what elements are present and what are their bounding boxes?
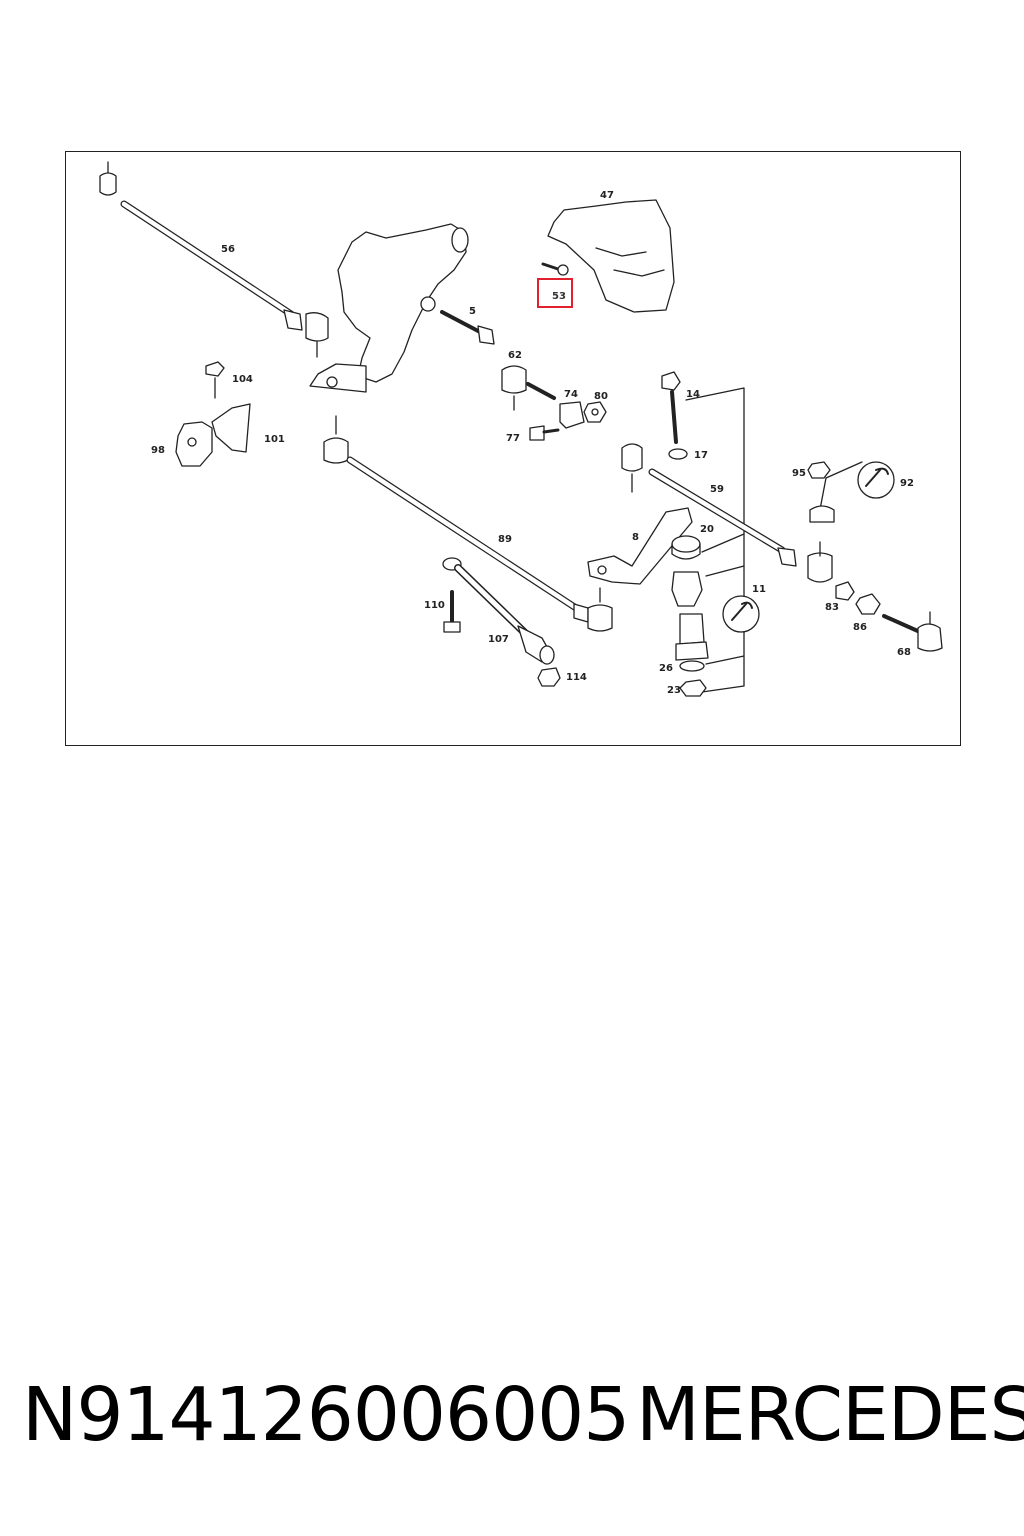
tie-rod-56 [99, 161, 329, 358]
bushing-stack-11 [671, 571, 709, 661]
footer-caption: N914126006005 MERCEDES [22, 1372, 1024, 1482]
tie-rod-89 [323, 415, 613, 632]
callout-95: 95 [792, 468, 806, 479]
callout-107: 107 [488, 634, 509, 645]
callout-26: 26 [659, 663, 673, 674]
callout-20: 20 [700, 524, 714, 535]
callout-86: 86 [853, 622, 867, 633]
screw-104 [205, 361, 225, 399]
callout-11: 11 [752, 584, 766, 595]
callout-8: 8 [632, 532, 639, 543]
callout-83: 83 [825, 602, 839, 613]
steering-gear-box [309, 223, 469, 393]
bracket-98 [175, 421, 213, 467]
bracket-47 [547, 199, 675, 313]
callout-98: 98 [151, 445, 165, 456]
callout-59: 59 [710, 484, 724, 495]
bolt-77 [529, 425, 560, 441]
bushing-74 [559, 401, 585, 429]
damper-107 [442, 557, 555, 665]
callout-92: 92 [900, 478, 914, 489]
callout-104: 104 [232, 374, 253, 385]
parts-diagram-frame: 56 47 53 5 62 104 101 98 74 80 77 14 17 … [65, 151, 961, 746]
callout-89: 89 [498, 534, 512, 545]
callout-74: 74 [564, 389, 578, 400]
callout-47: 47 [600, 190, 614, 201]
brand-name: MERCEDES [636, 1372, 1024, 1458]
nut-80 [583, 401, 607, 423]
idler-arm-8 [587, 507, 693, 585]
steering-linkage-diagram: 56 47 53 5 62 104 101 98 74 80 77 14 17 … [99, 161, 943, 697]
callout-77: 77 [506, 433, 520, 444]
callout-23: 23 [667, 685, 681, 696]
drag-link-59 [621, 443, 833, 583]
callout-14: 14 [686, 389, 700, 400]
callout-53: 53 [552, 291, 566, 302]
callout-17: 17 [694, 450, 708, 461]
bushing-20 [671, 535, 701, 560]
bolt-5 [440, 310, 495, 345]
callout-68: 68 [897, 647, 911, 658]
callout-56: 56 [221, 244, 235, 255]
part-number: N914126006005 [22, 1372, 630, 1458]
bolt-110 [443, 590, 461, 633]
callout-5: 5 [469, 306, 476, 317]
callout-80: 80 [594, 391, 608, 402]
tie-rod-end-68 [882, 611, 943, 652]
highlight-box-53 [537, 278, 573, 308]
callout-114: 114 [566, 672, 587, 683]
callout-101: 101 [264, 434, 285, 445]
bolt-14 [661, 371, 681, 444]
callout-62: 62 [508, 350, 522, 361]
callout-110: 110 [424, 600, 445, 611]
ball-joint-62 [501, 365, 556, 411]
bolt-53 [541, 262, 569, 276]
washer-17 [668, 448, 688, 460]
bracket-101 [211, 403, 251, 453]
